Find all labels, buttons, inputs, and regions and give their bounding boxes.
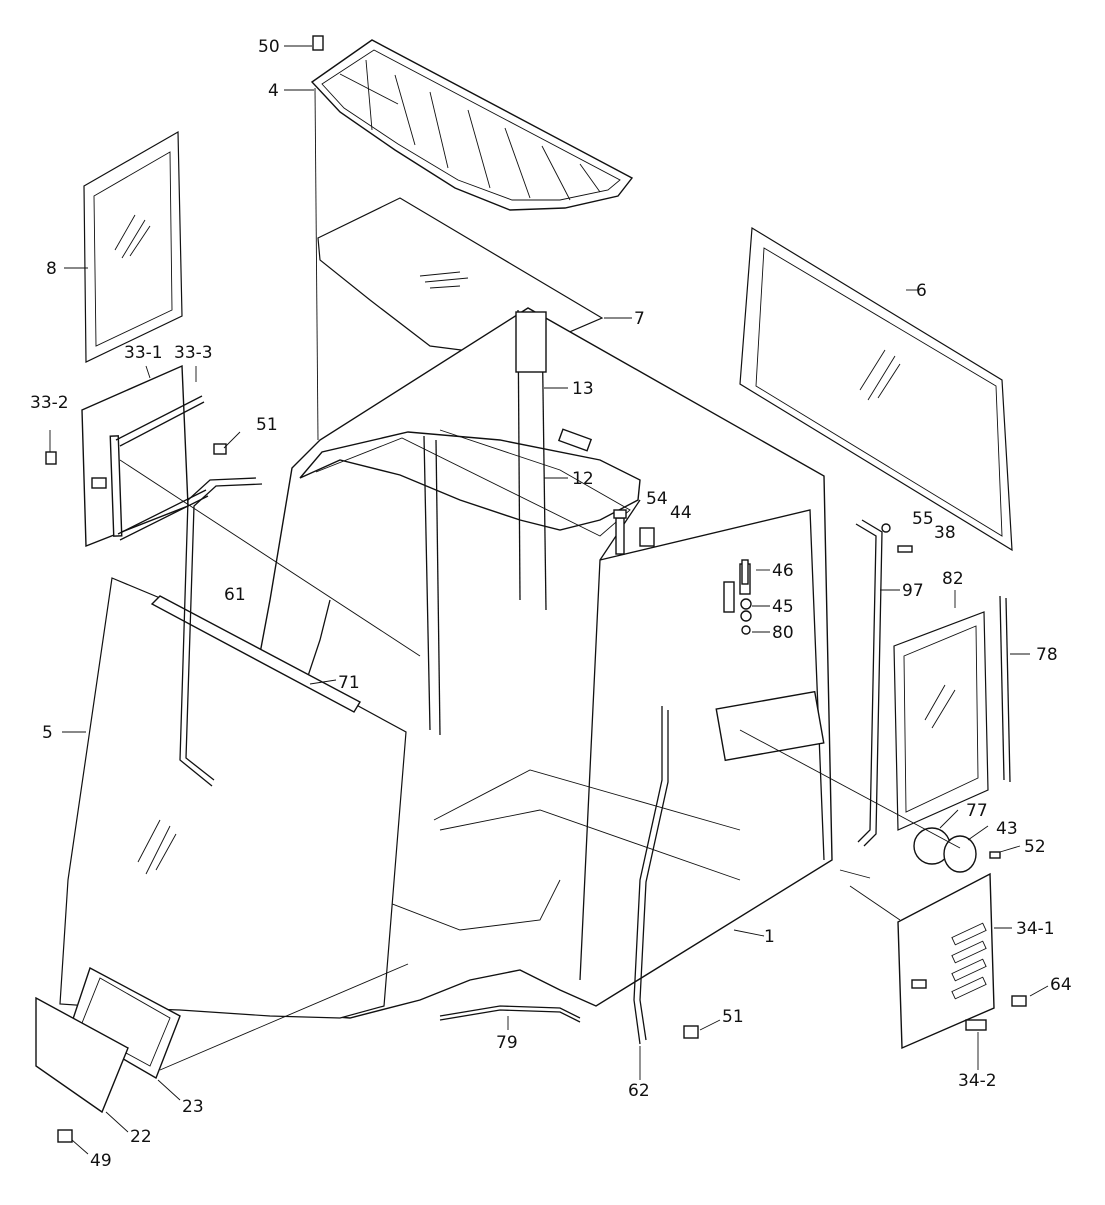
callout-33-2: 33-2 bbox=[30, 393, 69, 413]
glass-seal-strip bbox=[999, 595, 1005, 781]
callout-22: 22 bbox=[130, 1127, 152, 1147]
access-frame-part bbox=[69, 966, 181, 1080]
callout-6: 6 bbox=[916, 281, 927, 301]
callout-79: 79 bbox=[496, 1033, 518, 1053]
callout-97: 97 bbox=[902, 581, 924, 601]
roof-guard-part bbox=[310, 39, 634, 441]
callout-13: 13 bbox=[572, 379, 594, 399]
nut-55 bbox=[881, 523, 891, 533]
handrail-right-part bbox=[855, 523, 877, 843]
callout-49: 49 bbox=[90, 1151, 112, 1171]
wiper-strip-part bbox=[150, 595, 361, 713]
callout-46: 46 bbox=[772, 561, 794, 581]
cover-plate-part bbox=[943, 835, 977, 873]
bolt-50 bbox=[312, 35, 324, 51]
left-panel-part bbox=[45, 364, 209, 548]
washer-45b bbox=[740, 610, 752, 622]
callout-82: 82 bbox=[942, 569, 964, 589]
callout-1: 1 bbox=[764, 927, 775, 947]
handrail-center-part bbox=[633, 706, 663, 1045]
callout-51-bottom: 51 bbox=[722, 1007, 744, 1027]
bolt-38 bbox=[897, 545, 913, 553]
callout-33-3: 33-3 bbox=[174, 343, 213, 363]
callout-7: 7 bbox=[634, 309, 645, 329]
access-cover-part bbox=[35, 996, 129, 1114]
handrail-left-part bbox=[179, 477, 257, 787]
callout-23: 23 bbox=[182, 1097, 204, 1117]
washer-45a bbox=[740, 598, 752, 610]
nut-80 bbox=[741, 625, 751, 635]
bolt-64 bbox=[1011, 995, 1027, 1007]
leader-lines bbox=[49, 45, 1049, 1155]
callout-5: 5 bbox=[42, 723, 53, 743]
callout-50: 50 bbox=[258, 37, 280, 57]
bracket-44 bbox=[639, 527, 655, 547]
callout-51-top: 51 bbox=[256, 415, 278, 435]
callout-8: 8 bbox=[46, 259, 57, 279]
left-side-glass-part bbox=[83, 130, 183, 363]
callout-12: 12 bbox=[572, 469, 594, 489]
door-glass-part bbox=[893, 611, 989, 831]
callout-78: 78 bbox=[1036, 645, 1058, 665]
callout-62: 62 bbox=[628, 1081, 650, 1101]
callout-80: 80 bbox=[772, 623, 794, 643]
callout-43: 43 bbox=[996, 819, 1018, 839]
pillar-cap-part bbox=[515, 311, 547, 373]
bolt-51b bbox=[683, 1025, 699, 1039]
bolt-54 bbox=[613, 509, 627, 519]
callout-61: 61 bbox=[224, 585, 246, 605]
bolt-46 bbox=[741, 559, 749, 585]
right-side-glass-part bbox=[739, 226, 1013, 552]
callout-34-2: 34-2 bbox=[958, 1071, 997, 1091]
callout-77: 77 bbox=[966, 801, 988, 821]
callout-44: 44 bbox=[670, 503, 692, 523]
callout-labels: 50 4 8 33-1 33-3 33-2 51 7 13 12 54 44 6… bbox=[30, 37, 1072, 1171]
screw-52 bbox=[989, 851, 1001, 859]
callout-55: 55 bbox=[912, 509, 934, 529]
lower-side-panel-part bbox=[897, 872, 995, 1050]
callout-64: 64 bbox=[1050, 975, 1072, 995]
bolt-51a bbox=[213, 443, 227, 455]
bolt-49 bbox=[57, 1129, 73, 1143]
callout-45: 45 bbox=[772, 597, 794, 617]
floor-seal-part bbox=[439, 1009, 581, 1023]
callout-71: 71 bbox=[338, 673, 360, 693]
callout-4: 4 bbox=[268, 81, 279, 101]
callout-34-1: 34-1 bbox=[1016, 919, 1055, 939]
callout-33-1: 33-1 bbox=[124, 343, 163, 363]
callout-52: 52 bbox=[1024, 837, 1046, 857]
callout-38: 38 bbox=[934, 523, 956, 543]
callout-54: 54 bbox=[646, 489, 668, 509]
